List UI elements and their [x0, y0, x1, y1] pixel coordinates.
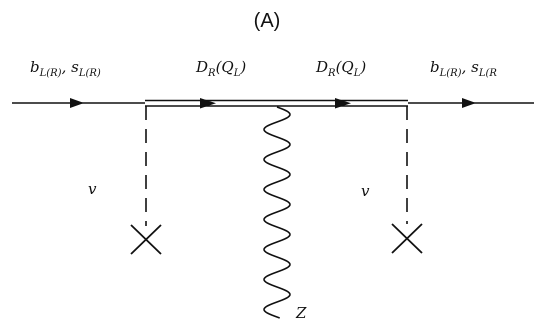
- vlq-right-arrow: [335, 98, 351, 109]
- incoming-quark-label: bL(R), sL(R): [30, 58, 101, 79]
- vev-cross-right-icon: [391, 223, 423, 254]
- vlq-left-arrow: [200, 98, 216, 109]
- incoming-quark-arrow: [70, 98, 84, 108]
- vlq-label-left: DR(QL): [195, 58, 246, 79]
- vlq-label-right: DR(QL): [315, 58, 366, 79]
- vev-cross-left-icon: [130, 224, 162, 255]
- vev-label-left: v: [88, 180, 97, 198]
- outgoing-quark-arrow: [462, 98, 476, 108]
- vlq-propagator-left: [145, 98, 278, 109]
- vev-label-right: v: [361, 182, 370, 200]
- z-boson-label: Z: [295, 304, 307, 322]
- z-boson-wavy-line: [263, 106, 291, 319]
- outgoing-quark-label: bL(R), sL(R: [430, 58, 497, 79]
- vlq-propagator-right: [278, 98, 408, 109]
- panel-label: (A): [254, 10, 281, 32]
